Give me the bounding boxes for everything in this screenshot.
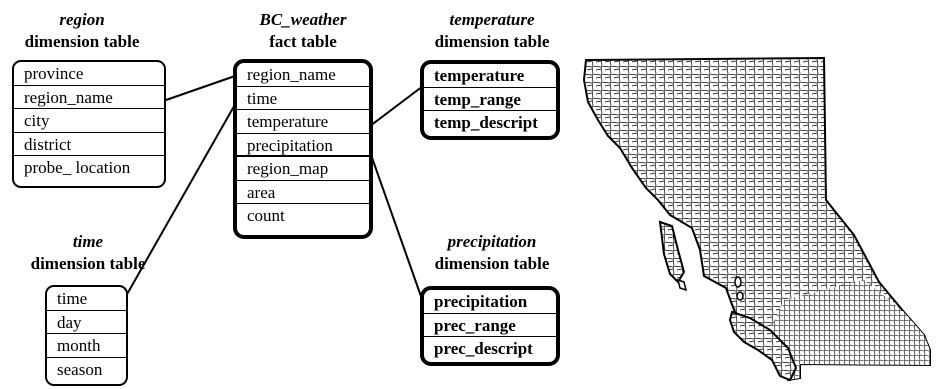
time-attribute-time: time — [47, 287, 126, 311]
precipitation-table-name: precipitation — [447, 232, 537, 251]
island-shape — [736, 291, 744, 301]
precipitation-attribute-prec-range: prec_range — [424, 314, 556, 337]
time-table-header: time dimension table — [10, 231, 166, 275]
time-attribute-day: day — [47, 311, 126, 334]
precipitation-table-kind: dimension table — [434, 254, 550, 273]
temperature-table-name: temperature — [449, 10, 535, 29]
time-attribute-season: season — [57, 359, 103, 379]
vancouver-island-shape — [728, 310, 798, 382]
fact-attribute-temperature: temperature — [237, 110, 369, 134]
fact-attribute-region-map: region_map — [237, 157, 369, 181]
fact-table-header: BC_weather fact table — [222, 9, 384, 53]
temperature-attribute-temp-descript: temp_descript — [434, 113, 538, 132]
bc-region-map — [582, 56, 931, 382]
precipitation-attribute-prec-descript: prec_descript — [434, 339, 533, 358]
region-attribute-city: city — [14, 109, 164, 133]
temperature-table-header: temperature dimension table — [414, 9, 570, 53]
bc-south-dense-regions — [770, 280, 930, 380]
temperature-attribute-temperature: temperature — [424, 64, 556, 88]
haida-gwaii-south-shape — [676, 278, 688, 292]
region-table-name: region — [59, 10, 105, 29]
link-fact-to-precipitation — [369, 151, 424, 303]
island-shape — [734, 276, 742, 288]
link-fact-to-temperature — [369, 85, 424, 127]
region-attribute-region-name: region_name — [14, 86, 164, 109]
region-attribute-district: district — [14, 133, 164, 156]
fact-attribute-time: time — [237, 87, 369, 110]
link-region-to-fact — [165, 75, 236, 101]
fact-attribute-count: count — [247, 206, 285, 225]
temperature-table-kind: dimension table — [434, 32, 550, 51]
precipitation-attribute-precipitation: precipitation — [424, 290, 556, 314]
temperature-attribute-temp-range: temp_range — [424, 88, 556, 111]
region-table-kind: dimension table — [24, 32, 140, 51]
fact-attribute-region-name: region_name — [237, 63, 369, 87]
time-table-name: time — [72, 232, 104, 251]
region-attribute-probe-location: probe_ location — [24, 158, 131, 177]
link-time-to-fact — [125, 100, 238, 297]
fact-table-name: BC_weather — [259, 10, 347, 29]
fact-attribute-precipitation: precipitation — [237, 134, 369, 157]
region-table-header: region dimension table — [4, 9, 160, 53]
time-table-kind: dimension table — [30, 254, 146, 273]
time-attribute-month: month — [47, 334, 126, 358]
region-attribute-province: province — [14, 62, 164, 86]
fact-table-kind: fact table — [269, 32, 337, 51]
fact-attribute-area: area — [237, 181, 369, 204]
haida-gwaii-shape — [658, 220, 686, 284]
precipitation-table-header: precipitation dimension table — [414, 231, 570, 275]
